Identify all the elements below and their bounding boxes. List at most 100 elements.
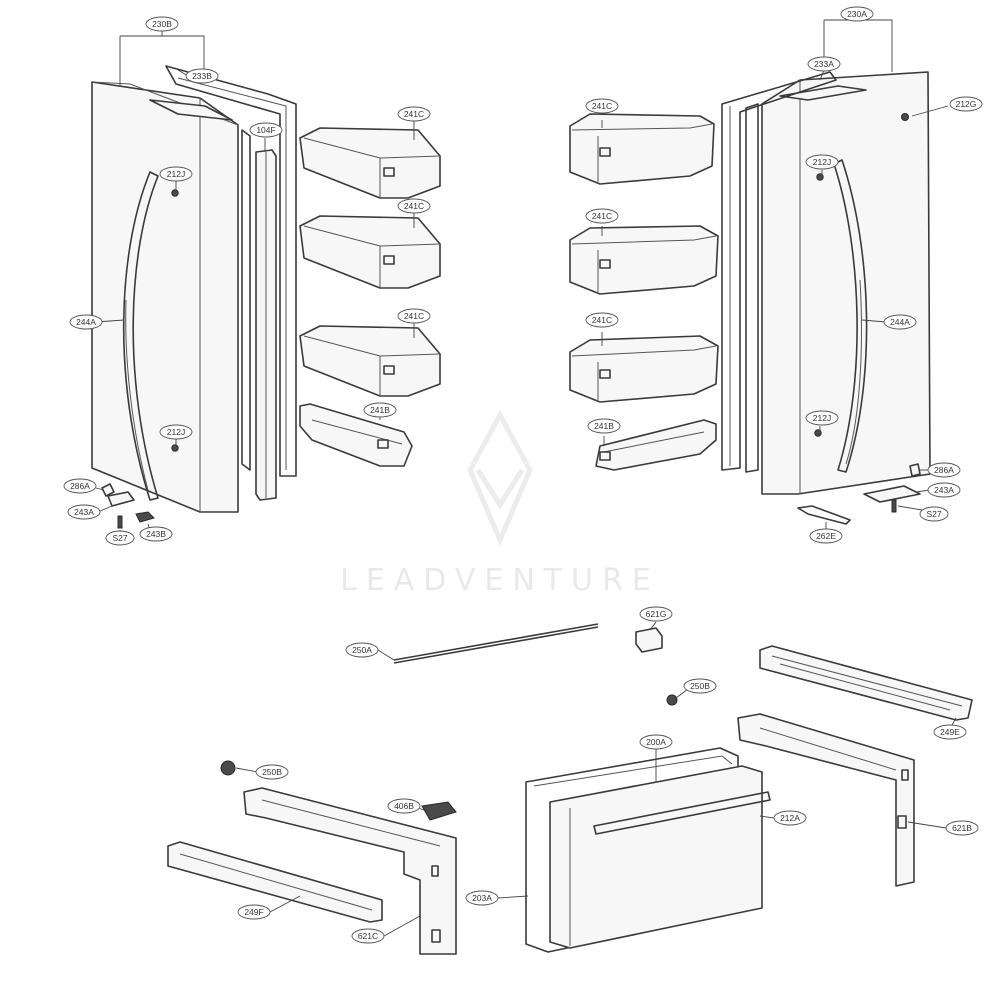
right-bin-1 — [569, 113, 715, 185]
callout-241B-left: 241B — [363, 402, 397, 418]
left-door-handle — [122, 171, 159, 501]
callout-212J-left-2: 212J — [159, 424, 193, 440]
right-bin-small — [595, 419, 717, 471]
callout-212G: 212G — [949, 96, 983, 112]
svg-text:203A: 203A — [472, 893, 492, 903]
callout-249F: 249F — [237, 904, 271, 920]
callout-241C-right-2: 241C — [585, 208, 619, 224]
left-bin-3 — [299, 325, 441, 397]
callout-212A: 212A — [773, 810, 807, 826]
screw-S27-right — [891, 499, 897, 513]
hinge-243A-left — [107, 491, 135, 507]
callout-S27-right: S27 — [919, 506, 949, 522]
callout-286A-right: 286A — [927, 462, 961, 478]
svg-text:241C: 241C — [404, 201, 424, 211]
svg-text:233A: 233A — [814, 59, 834, 69]
svg-text:241B: 241B — [594, 421, 614, 431]
hinge-286A-left — [101, 483, 115, 497]
left-bin-1 — [299, 127, 441, 199]
right-bin-3 — [569, 335, 719, 403]
callout-S27-left: S27 — [105, 530, 135, 546]
callout-243A-left: 243A — [67, 504, 101, 520]
watermark-logo — [467, 409, 533, 547]
svg-text:212G: 212G — [956, 99, 977, 109]
callout-241C-left-2: 241C — [397, 198, 431, 214]
svg-text:250B: 250B — [262, 767, 282, 777]
callout-249E: 249E — [933, 724, 967, 740]
callout-labels: 230B 233B 104F 241C 241C 241C 241B 212J … — [63, 6, 983, 944]
callout-241C-left-1: 241C — [397, 106, 431, 122]
svg-text:243A: 243A — [74, 507, 94, 517]
svg-text:250B: 250B — [690, 681, 710, 691]
svg-text:104F: 104F — [256, 125, 275, 135]
svg-text:241B: 241B — [370, 405, 390, 415]
callout-203A: 203A — [465, 890, 499, 906]
left-bin-small — [299, 403, 413, 467]
left-door-gasket — [165, 65, 297, 477]
svg-text:262E: 262E — [816, 531, 836, 541]
callout-621G: 621G — [639, 606, 673, 622]
drawer-handle — [593, 791, 771, 835]
callout-212J-left-1: 212J — [159, 166, 193, 182]
callout-230A: 230A — [840, 6, 874, 22]
svg-text:286A: 286A — [934, 465, 954, 475]
callout-200A: 200A — [639, 734, 673, 750]
svg-text:621B: 621B — [952, 823, 972, 833]
right-door-assembly — [721, 71, 931, 525]
watermark-text: LEADVENTURE — [340, 563, 660, 598]
tool-262E — [797, 505, 851, 525]
svg-text:212J: 212J — [167, 169, 185, 179]
callout-621B: 621B — [945, 820, 979, 836]
bracket-621B — [737, 713, 915, 887]
callout-241B-right: 241B — [587, 418, 621, 434]
callout-243B: 243B — [139, 526, 173, 542]
knob-250B-right — [666, 694, 678, 706]
right-door-panel — [761, 71, 931, 495]
callout-243A-right: 243A — [927, 482, 961, 498]
svg-text:621G: 621G — [646, 609, 667, 619]
svg-text:243A: 243A — [934, 485, 954, 495]
callout-230B: 230B — [145, 16, 179, 32]
bolt-212J-left-top — [171, 189, 179, 197]
callout-406B: 406B — [387, 798, 421, 814]
svg-text:241C: 241C — [592, 315, 612, 325]
svg-text:212J: 212J — [167, 427, 185, 437]
bracket-621C — [243, 787, 457, 955]
hinge-243A-right — [863, 485, 921, 503]
hinge-286A-right — [909, 463, 921, 477]
svg-text:233B: 233B — [192, 71, 212, 81]
svg-text:406B: 406B — [394, 801, 414, 811]
callout-241C-right-3: 241C — [585, 312, 619, 328]
svg-text:243B: 243B — [146, 529, 166, 539]
lower-drawer-assembly — [167, 623, 973, 955]
svg-text:241C: 241C — [404, 109, 424, 119]
callout-241C-right-1: 241C — [585, 98, 619, 114]
callout-233A: 233A — [807, 56, 841, 72]
svg-text:286A: 286A — [70, 481, 90, 491]
svg-text:241C: 241C — [592, 211, 612, 221]
callout-104F: 104F — [249, 122, 283, 138]
right-door-bins — [569, 113, 719, 471]
bolt-212G — [901, 113, 909, 121]
callout-244A-left: 244A — [69, 314, 103, 330]
svg-text:S27: S27 — [926, 509, 941, 519]
svg-text:250A: 250A — [352, 645, 372, 655]
right-door-gasket — [721, 71, 837, 471]
callout-244A-right: 244A — [883, 314, 917, 330]
callout-241C-left-3: 241C — [397, 308, 431, 324]
knob-250B-left — [220, 760, 236, 776]
svg-text:241C: 241C — [592, 101, 612, 111]
callout-250B-right: 250B — [683, 678, 717, 694]
bracket-243B — [135, 511, 155, 523]
bolt-212J-left-bottom — [171, 444, 179, 452]
left-door-bins — [299, 127, 441, 467]
left-door-panel — [91, 81, 239, 513]
svg-text:244A: 244A — [890, 317, 910, 327]
rail-249E — [759, 645, 973, 721]
svg-text:S27: S27 — [112, 533, 127, 543]
right-door-handle — [833, 159, 868, 473]
rod-250A — [393, 623, 599, 661]
clip-406B — [421, 801, 457, 821]
svg-text:249F: 249F — [244, 907, 263, 917]
left-bin-2 — [299, 215, 441, 289]
